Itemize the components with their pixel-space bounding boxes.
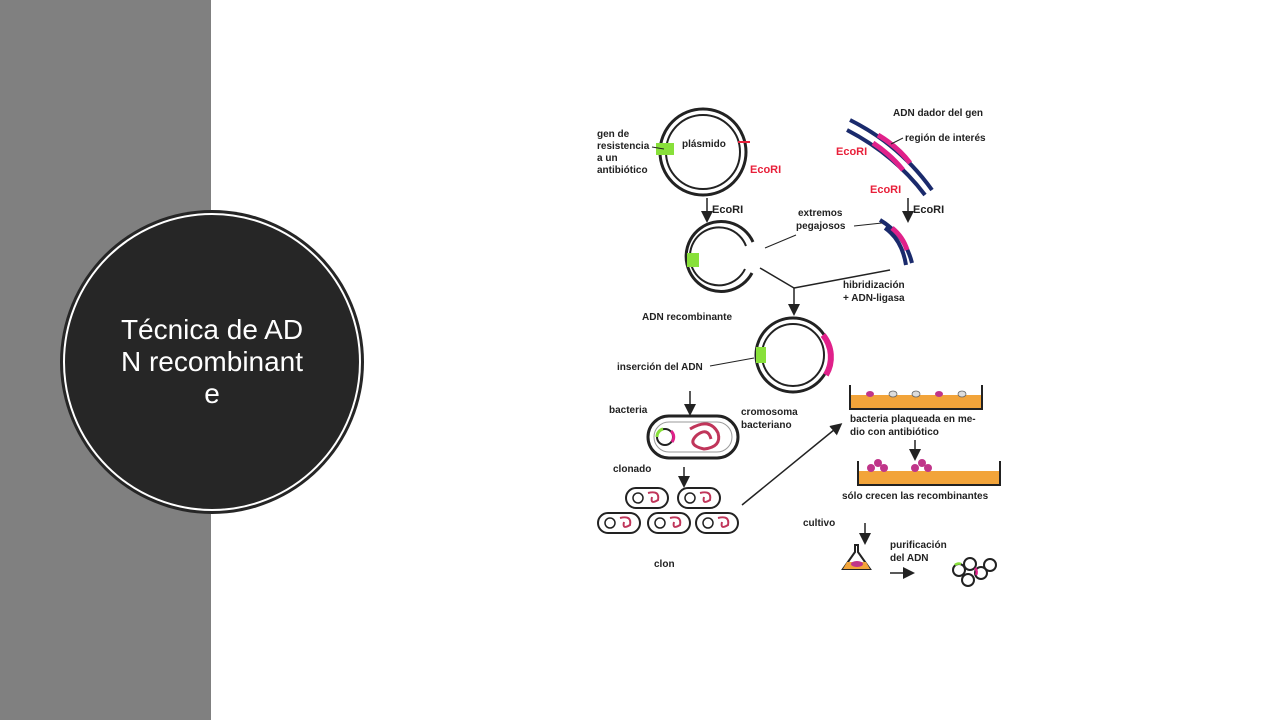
label-ecori-cut-plasmid: EcoRI (712, 204, 743, 216)
svg-text:+ ADN-ligasa: + ADN-ligasa (843, 293, 905, 304)
svg-text:extremos: extremos (798, 208, 843, 219)
label-clonado: clonado (613, 464, 651, 475)
label-extremos-pegajosos: extremos pegajosos (764, 208, 883, 249)
svg-text:resistencia: resistencia (597, 141, 650, 152)
svg-text:bacteriano: bacteriano (741, 420, 792, 431)
svg-text:a un: a un (597, 153, 618, 164)
label-clon: clon (654, 559, 675, 570)
label-gen-resistencia: gen de resistencia a un antibiótico (597, 129, 665, 176)
arrow-join-right (793, 269, 891, 289)
recombinant-dna-diagram: gen de resistencia a un antibiótico plás… (597, 107, 1001, 587)
plate-antibiotic (849, 385, 983, 410)
culture-flask (841, 544, 872, 570)
label-bacteria: bacteria (609, 405, 648, 416)
label-plaqueada: bacteria plaqueada en me- dio con antibi… (850, 414, 976, 438)
label-ecori-plasmid: EcoRI (750, 164, 781, 176)
label-plasmido: plásmido (682, 139, 726, 150)
svg-text:purificación: purificación (890, 540, 947, 551)
donor-dna (846, 118, 934, 197)
svg-text:bacteria plaqueada en me-: bacteria plaqueada en me- (850, 414, 976, 425)
label-solo-crecen: sólo crecen las recombinantes (842, 491, 989, 502)
label-ecori-donor-top: EcoRI (836, 146, 867, 158)
purified-plasmids (952, 557, 997, 587)
label-insercion: inserción del ADN (617, 362, 703, 373)
label-purificacion: purificación del ADN (890, 540, 947, 564)
label-adn-recombinante: ADN recombinante (642, 312, 732, 323)
svg-text:del ADN: del ADN (890, 553, 929, 564)
svg-text:hibridización: hibridización (843, 280, 905, 291)
label-ecori-cut-donor: EcoRI (913, 204, 944, 216)
label-cromosoma: cromosoma bacteriano (741, 407, 798, 431)
svg-text:cromosoma: cromosoma (741, 407, 798, 418)
slide-title: Técnica de ADN recombinante (120, 314, 304, 409)
clone-bacteria (597, 487, 739, 534)
label-region-interes: región de interés (905, 133, 986, 144)
arrow-join-left (759, 267, 795, 289)
plate-recombinants (857, 459, 1001, 486)
bacterium (646, 414, 740, 460)
svg-text:antibiótico: antibiótico (597, 165, 648, 176)
svg-text:dio con antibiótico: dio con antibiótico (850, 427, 939, 438)
title-circle: Técnica de ADN recombinante (63, 213, 361, 511)
label-adn-dador: ADN dador del gen (893, 108, 983, 119)
opened-plasmid (684, 220, 755, 293)
plasmid-circle (656, 107, 750, 197)
label-hibridizacion: hibridización + ADN-ligasa (843, 280, 905, 304)
label-cultivo: cultivo (803, 518, 835, 529)
dna-fragment (878, 218, 914, 266)
arrow-to-plate (741, 423, 843, 506)
svg-text:gen de: gen de (597, 129, 630, 140)
svg-text:pegajosos: pegajosos (796, 221, 846, 232)
label-ecori-donor-bottom: EcoRI (870, 184, 901, 196)
recombinant-plasmid (754, 316, 834, 394)
